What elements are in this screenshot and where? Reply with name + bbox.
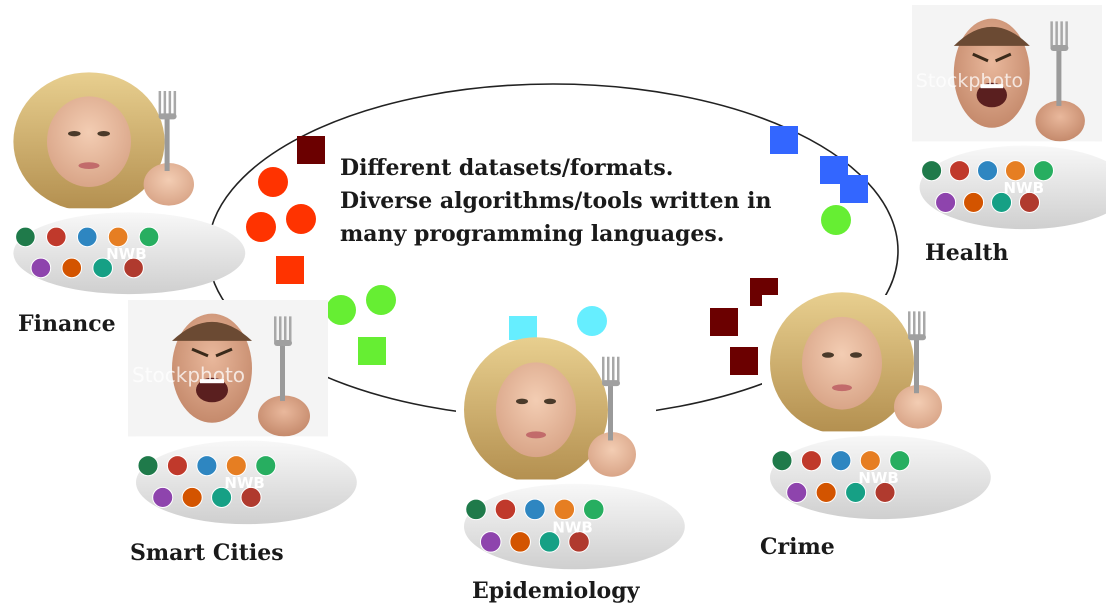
candy-ball [76, 226, 98, 248]
label-health: Health [925, 240, 1009, 266]
marker-square-dark-red [730, 347, 758, 375]
candy-ball [46, 226, 67, 248]
candy-ball [963, 191, 985, 213]
candy-ball [107, 226, 129, 248]
candy-ball [583, 498, 605, 521]
nwb-badge-text: NWB [552, 519, 593, 537]
candy-ball [30, 257, 52, 279]
center-text-line-3: many programming languages. [340, 221, 725, 247]
candy-ball [859, 450, 881, 472]
candy-plate-image: NWB [13, 208, 246, 295]
stockphoto-watermark: Stockphoto [916, 70, 1023, 92]
fork-icon [158, 90, 177, 171]
nwb-badge-text: NWB [224, 474, 265, 492]
fork-icon [908, 311, 926, 394]
marker-square-blue [840, 175, 868, 203]
fork-icon [602, 356, 620, 441]
marker-square-blue [770, 126, 798, 154]
candy-plate-image: NWB [919, 141, 1106, 230]
nwb-badge-text: NWB [858, 469, 899, 487]
marker-square-red [276, 256, 304, 284]
candy-plate-image: NWB [464, 479, 685, 570]
candy-ball [137, 455, 159, 477]
nwb-badge-text: NWB [1004, 179, 1045, 197]
candy-ball [255, 455, 277, 477]
candy-ball [538, 531, 561, 553]
nwb-badge-text: NWB [106, 245, 147, 263]
person-image-crime: NWB [762, 292, 991, 520]
candy-ball [196, 455, 218, 477]
label-finance: Finance [18, 311, 116, 337]
candy-ball [935, 191, 957, 213]
candy-ball [61, 257, 83, 279]
candy-ball [800, 450, 822, 472]
marker-square-dark-red [297, 136, 325, 164]
candy-ball [123, 257, 144, 279]
center-description: Different datasets/formats. Diverse algo… [340, 152, 810, 251]
candy-ball [509, 531, 531, 553]
candy-ball [921, 160, 943, 182]
candy-ball [494, 498, 517, 521]
candy-ball [830, 450, 852, 472]
candy-ball [1004, 160, 1027, 182]
candy-ball [138, 226, 160, 248]
marker-circle-red [258, 167, 288, 197]
candy-ball [211, 486, 233, 508]
candy-ball [977, 160, 999, 182]
candy-ball [553, 498, 576, 521]
person-image-finance: NWB [5, 72, 246, 295]
candy-ball [815, 481, 837, 503]
candy-ball [874, 481, 896, 503]
candy-plate-image: NWB [770, 431, 991, 520]
marker-circle-green [326, 295, 356, 325]
candy-ball [166, 455, 188, 477]
candy-plate-image: NWB [136, 436, 357, 525]
candy-ball [225, 455, 247, 477]
center-text-line-2: Diverse algorithms/tools written in [340, 188, 772, 214]
stockphoto-watermark: Stockphoto [132, 363, 245, 387]
candy-ball [889, 450, 911, 472]
marker-circle-red [246, 212, 276, 242]
marker-circle-green [366, 285, 396, 315]
person-image-epidemiology: NWB [456, 337, 685, 570]
candy-ball [240, 486, 262, 508]
candy-ball [1032, 160, 1055, 182]
candy-ball [990, 191, 1013, 213]
label-crime: Crime [760, 534, 835, 560]
candy-ball [92, 257, 113, 279]
marker-square-dark-red [710, 308, 738, 336]
candy-ball [181, 486, 203, 508]
fork-icon [1050, 21, 1069, 106]
candy-ball [15, 226, 36, 248]
candy-ball [949, 160, 971, 182]
candy-ball [465, 498, 487, 521]
candy-ball [845, 481, 867, 503]
candy-ball [771, 450, 793, 472]
fork-icon [274, 316, 292, 401]
candy-ball [524, 498, 546, 521]
candy-ball [568, 531, 590, 553]
candy-ball [479, 531, 502, 553]
label-epidemiology: Epidemiology [472, 578, 640, 604]
marker-square-green [358, 337, 386, 365]
marker-circle-red [286, 204, 316, 234]
marker-circle-green [821, 205, 851, 235]
label-smart-cities: Smart Cities [130, 540, 284, 566]
marker-circle-cyan [577, 306, 607, 336]
center-text-line-1: Different datasets/formats. [340, 155, 674, 181]
candy-ball [786, 481, 808, 503]
candy-ball [152, 486, 174, 508]
candy-ball [1018, 191, 1041, 213]
